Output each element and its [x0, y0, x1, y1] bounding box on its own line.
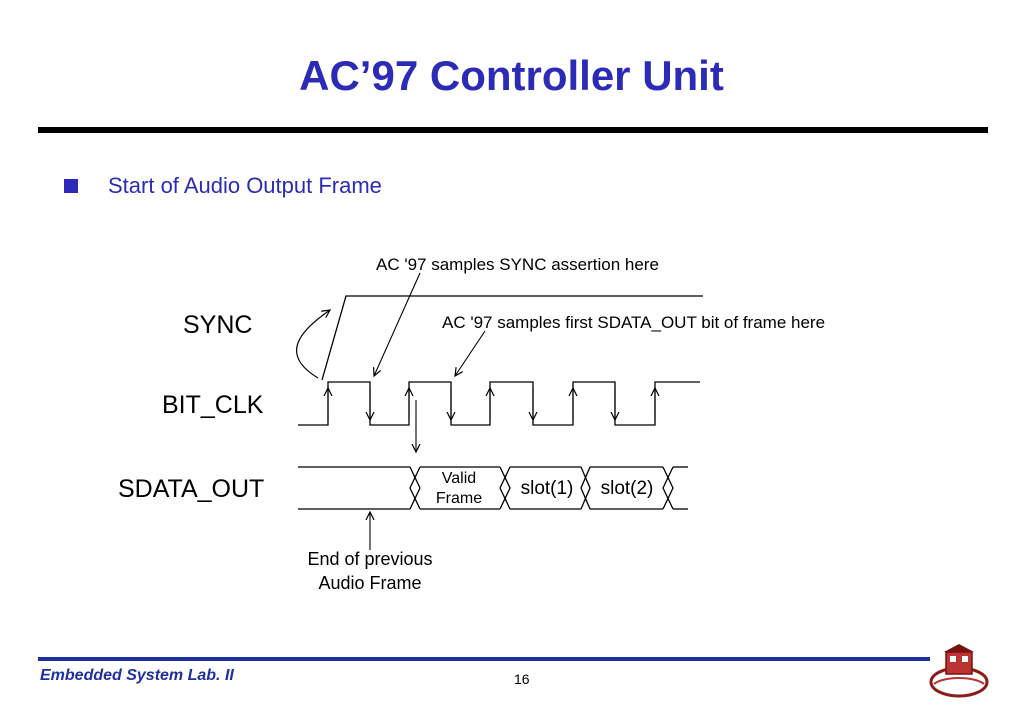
slot-valid-line1: Valid — [441, 470, 477, 487]
bus-transition-3 — [662, 466, 674, 510]
annotation-end-prev-line1: End of previous — [307, 549, 433, 569]
signal-label-sdata-out: SDATA_OUT — [118, 475, 265, 503]
annotation-end-prev-frame: End of previous Audio Frame — [292, 547, 448, 595]
annotation-sdata-sample: AC '97 samples first SDATA_OUT bit of fr… — [442, 313, 826, 332]
sdata-out-bus — [298, 466, 688, 510]
signal-label-bit-clk: BIT_CLK — [162, 391, 264, 419]
sync-curved-arrow — [296, 310, 330, 379]
sync-sample-pointer — [374, 272, 421, 376]
bus-transition-1b — [499, 466, 511, 510]
slide-title: AC’97 Controller Unit — [299, 52, 724, 99]
bit-clk-edge-arrows — [328, 388, 655, 420]
bus-transition-3b — [662, 466, 674, 510]
bus-transition-0b — [409, 466, 421, 510]
slot-valid-line2: Frame — [435, 490, 483, 507]
bus-transition-2 — [580, 466, 591, 510]
title-divider — [38, 127, 988, 133]
sync-waveform — [321, 295, 703, 381]
bullet-text: Start of Audio Output Frame — [108, 173, 382, 198]
slot-1-label: slot(1) — [520, 478, 574, 499]
university-seal-logo — [929, 644, 989, 698]
bit-clk-waveform — [298, 381, 700, 426]
page-number: 16 — [514, 671, 530, 687]
footer-course-title: Embedded System Lab. II — [40, 667, 234, 684]
slot-valid-frame: Valid Frame — [420, 469, 498, 509]
slot-2-label: slot(2) — [600, 478, 654, 499]
bullet-square-icon — [64, 179, 78, 193]
bus-transition-1 — [499, 466, 511, 510]
annotation-sync-sample: AC '97 samples SYNC assertion here — [376, 255, 659, 274]
footer-divider — [38, 657, 930, 661]
bus-transition-2b — [580, 466, 591, 510]
signal-label-sync: SYNC — [183, 311, 253, 339]
annotation-end-prev-line2: Audio Frame — [318, 573, 422, 593]
bus-transition-0 — [409, 466, 421, 510]
sdata-sample-pointer — [455, 330, 486, 376]
